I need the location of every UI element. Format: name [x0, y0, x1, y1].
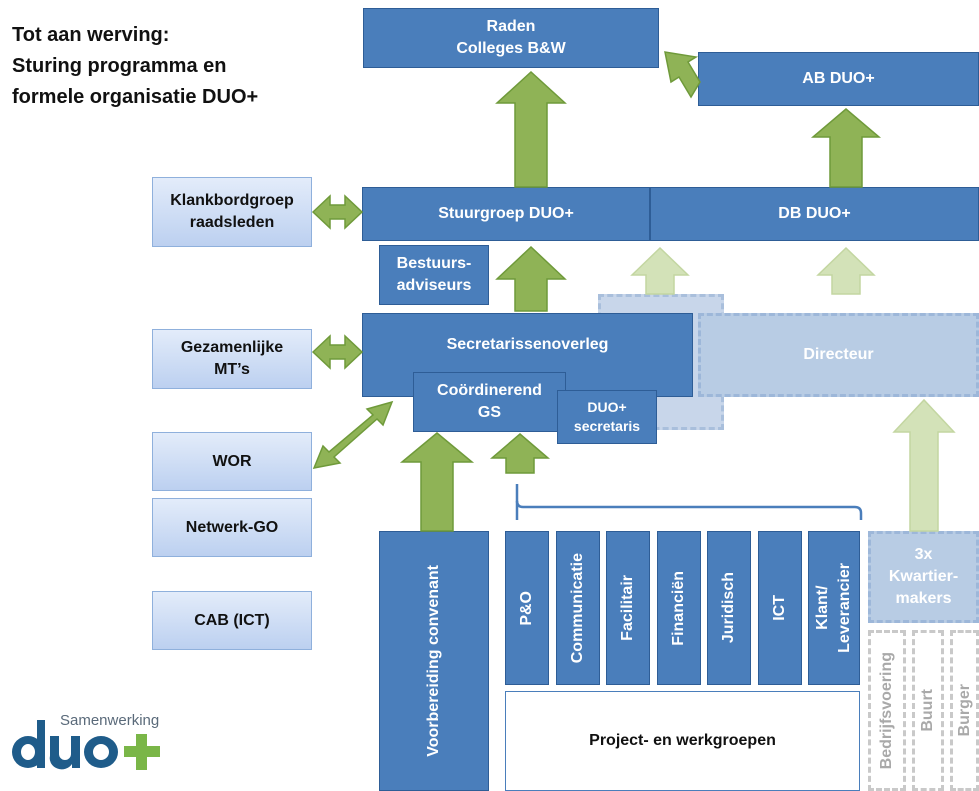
column-klant-leverancier-label: Klant/ Leverancier [814, 563, 853, 653]
column-communicatie: Communicatie [556, 531, 600, 685]
duo-plus-logo-icon [12, 720, 160, 770]
column-bedrijfsvoering: Bedrijfsvoering [868, 630, 906, 791]
double-arrow-mts [311, 334, 364, 370]
column-communicatie-label: Communicatie [569, 552, 586, 664]
directeur-box: Directeur [698, 313, 979, 397]
column-bedrijfsvoering-label: Bedrijfsvoering [878, 651, 895, 770]
netwerk-go-box: Netwerk-GO [152, 498, 312, 557]
arrow-faded-directeur-stuurgroep [630, 246, 690, 295]
diagram-title: Tot aan werving: Sturing programma en fo… [12, 20, 258, 113]
logo-small-text: Samenwerking [60, 712, 160, 729]
column-juridisch: Juridisch [707, 531, 751, 685]
raden-colleges-box: Raden Colleges B&W [363, 8, 659, 68]
arrow-up-db-ab [810, 108, 882, 188]
column-facilitair-label: Facilitair [619, 575, 636, 641]
coordinerend-gs-box: Coördinerend GS [413, 372, 566, 432]
title-line-2: Sturing programma en [12, 55, 227, 77]
arrow-up-stuurgroep-raden [495, 70, 567, 188]
arrow-faded-kwartiermakers-directeur [892, 398, 956, 532]
column-juridisch-label: Juridisch [720, 572, 737, 644]
secretarissenoverleg-label: Secretarissenoverleg [446, 336, 609, 353]
double-arrow-wor [312, 400, 394, 469]
bestuursadviseurs-box: Bestuurs- adviseurs [379, 245, 489, 305]
samenwerking-duo-logo: Samenwerking [8, 710, 188, 780]
column-burger-label: Burger [955, 684, 973, 737]
arrow-faded-directeur-db [816, 246, 876, 295]
arrow-up-brace [489, 433, 551, 474]
ab-duo-box: AB DUO+ [698, 52, 979, 106]
column-buurt: Buurt [912, 630, 944, 791]
brace-bracket [515, 484, 863, 520]
db-duo-box: DB DUO+ [650, 187, 979, 241]
gezamenlijke-mts-box: Gezamenlijke MT’s [152, 329, 312, 389]
double-arrow-klankbord [311, 194, 364, 230]
title-line-3: formele organisatie DUO+ [12, 86, 259, 108]
column-financien: Financiën [657, 531, 701, 685]
arrow-ab-raden [664, 51, 701, 99]
project-werkgroepen-box: Project- en werkgroepen [505, 691, 860, 791]
column-po-label: P&O [518, 590, 535, 626]
column-ict-label: ICT [771, 595, 788, 621]
column-buurt-label: Buurt [919, 689, 936, 732]
klankbordgroep-box: Klankbordgroep raadsleden [152, 177, 312, 247]
voorbereiding-convenant-label: Voorbereiding convenant [425, 565, 442, 757]
arrow-up-secr-stuurgroep [495, 245, 567, 312]
kwartiermakers-box: 3x Kwartier- makers [868, 531, 979, 623]
column-facilitair: Facilitair [606, 531, 650, 685]
column-financien-label: Financiën [670, 570, 687, 646]
voorbereiding-convenant-box: Voorbereiding convenant [379, 531, 489, 791]
column-po: P&O [505, 531, 549, 685]
column-burger: Burger [950, 630, 979, 791]
duo-secretaris-box: DUO+ secretaris [557, 390, 657, 444]
arrow-up-voorbereiding [399, 432, 475, 532]
title-line-1: Tot aan werving: [12, 24, 170, 46]
column-klant-leverancier: Klant/ Leverancier [808, 531, 860, 685]
cab-ict-box: CAB (ICT) [152, 591, 312, 650]
stuurgroep-box: Stuurgroep DUO+ [362, 187, 650, 241]
wor-box: WOR [152, 432, 312, 491]
column-ict: ICT [758, 531, 802, 685]
